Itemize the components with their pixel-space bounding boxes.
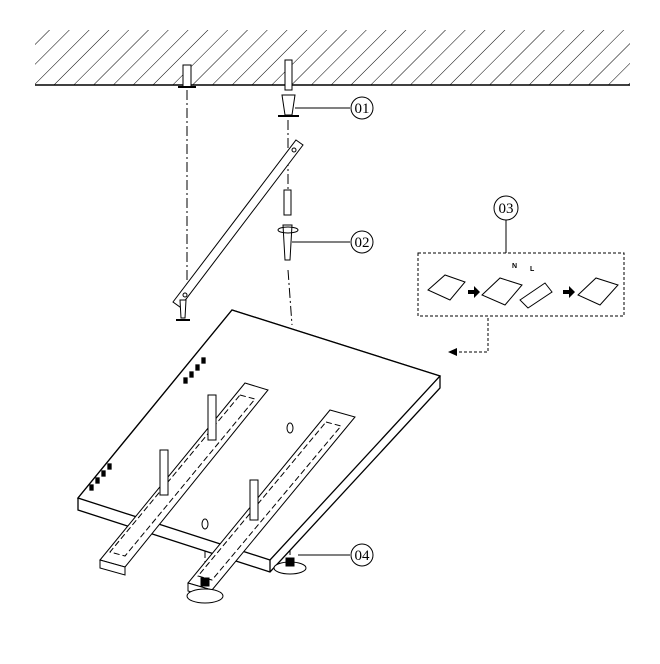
callout-04: 04 bbox=[298, 543, 374, 567]
callout-label-01: 01 bbox=[355, 101, 370, 117]
mounting-bracket bbox=[172, 139, 304, 321]
callout-01: 01 bbox=[295, 96, 374, 120]
wall-anchor-right bbox=[278, 59, 299, 117]
neutral-mark: N bbox=[512, 263, 517, 270]
fixing-cap-left bbox=[186, 518, 224, 604]
live-mark: L bbox=[530, 266, 535, 273]
callout-label-04: 04 bbox=[355, 548, 371, 564]
callout-label-02: 02 bbox=[355, 235, 370, 251]
wiring-inset: N L bbox=[417, 252, 625, 356]
ceiling bbox=[35, 30, 630, 86]
wall-anchor-left bbox=[178, 64, 196, 88]
callout-label-03: 03 bbox=[499, 201, 514, 217]
lamp-bar-left bbox=[99, 382, 269, 576]
callout-03: 03 bbox=[493, 195, 519, 253]
callout-02: 02 bbox=[292, 230, 374, 254]
fixing-cap-right bbox=[273, 422, 307, 575]
